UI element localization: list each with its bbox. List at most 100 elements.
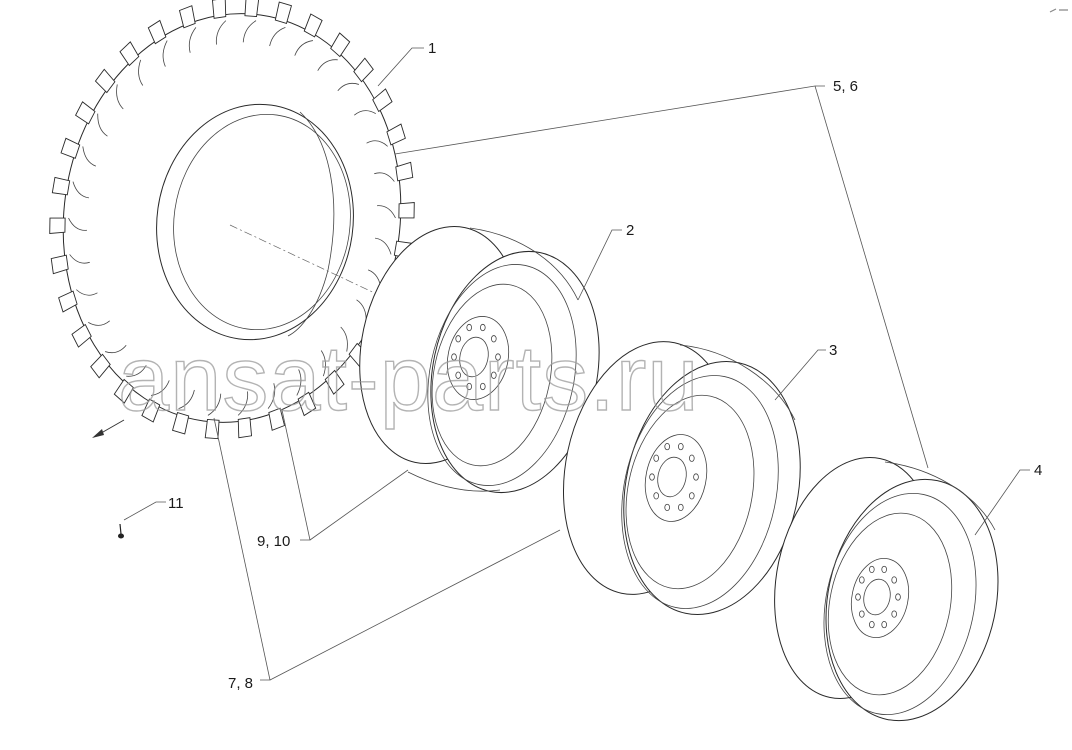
callout-1: 1 <box>428 40 436 57</box>
tire-lug <box>244 0 260 18</box>
tire-lug <box>268 407 286 431</box>
bolt-hole <box>479 323 486 332</box>
tire-lug-groove <box>317 59 338 71</box>
bolt-hole <box>653 492 660 500</box>
tire-lug-groove <box>162 40 168 67</box>
tire-lug-groove <box>296 369 302 396</box>
tire-lug <box>113 378 134 404</box>
tire-lug <box>395 161 414 182</box>
tire-lug-groove <box>151 380 170 396</box>
bolt-hole <box>881 620 887 629</box>
direction-arrow-icon <box>92 419 125 438</box>
tire-lug <box>211 0 227 19</box>
tire-lug <box>50 254 69 275</box>
bolt-hole <box>455 371 462 379</box>
tire-lug-groove <box>116 84 124 110</box>
tire-lug <box>324 369 345 395</box>
tire-lug-groove <box>294 40 313 56</box>
wheel-4-bolt-holes <box>855 565 901 629</box>
bolt-hole <box>653 454 660 462</box>
bolt-hole <box>688 454 695 462</box>
tire-lug <box>297 391 317 417</box>
tire <box>49 0 501 440</box>
bolt-hole <box>490 335 497 343</box>
bolt-hole <box>664 442 671 451</box>
tire-lug <box>330 32 351 58</box>
bolt-hole <box>693 473 699 481</box>
callout-5-6: 5, 6 <box>833 78 858 95</box>
wheel-rim-3 <box>562 341 801 615</box>
tire-lug-groove <box>126 365 147 377</box>
tire-lug-groove <box>97 113 108 137</box>
tire-lug <box>90 353 111 379</box>
callout-9-10: 9, 10 <box>257 533 290 550</box>
tire-lug <box>71 323 92 348</box>
tire-lug <box>237 417 253 439</box>
bolt-part-icon <box>118 523 124 539</box>
bolt-hole <box>859 610 865 618</box>
bolt-hole <box>649 473 655 481</box>
bolt-hole <box>895 593 901 601</box>
bolt-hole <box>855 593 861 601</box>
tire-lug-groove <box>269 26 286 47</box>
bolt-hole <box>869 565 875 574</box>
tire-lug-groove <box>340 326 348 352</box>
tire-lug <box>303 13 323 38</box>
tire-lug-groove <box>366 140 388 147</box>
callout-labels: 1 2 3 4 5, 6 9, 10 7, 8 11 <box>168 40 1042 692</box>
corner-mark-icon <box>1049 8 1068 13</box>
tire-lug <box>119 41 140 67</box>
tire-lug <box>60 137 81 159</box>
wheel-rim-2 <box>359 226 600 494</box>
bolt-hole <box>466 323 473 332</box>
wheel-rim-4 <box>774 457 999 722</box>
bolt-hole <box>869 620 875 629</box>
tire-lug-groove <box>72 181 89 199</box>
tire-lug-groove <box>76 289 98 296</box>
tire-lug-groove <box>138 59 144 86</box>
callout-11: 11 <box>168 495 184 512</box>
tire-lug-groove <box>188 27 197 53</box>
tire-lug-groove <box>337 82 360 92</box>
bolt-hole <box>451 353 457 361</box>
tire-lug-groove <box>237 391 249 416</box>
bolt-hole <box>495 353 501 361</box>
bolt-hole <box>859 576 865 584</box>
tire-lug <box>353 57 374 83</box>
wheel-3-bolt-holes <box>649 442 699 512</box>
tire-lug <box>147 19 167 45</box>
tire-lug <box>372 88 393 113</box>
tire-lug <box>386 123 406 146</box>
bolt-hole <box>479 382 486 391</box>
tire-lug-groove <box>320 350 326 377</box>
tire-lug-groove <box>88 320 110 326</box>
tire-lug-groove <box>215 20 227 45</box>
tire-lug <box>58 290 78 313</box>
tire-lug-groove <box>69 254 90 264</box>
tire-lug-groove <box>242 20 257 43</box>
tire-lug-groove <box>82 146 97 167</box>
bolt-hole <box>664 503 671 512</box>
tire-lug <box>141 398 161 423</box>
tire-lug-groove <box>354 110 376 116</box>
bolt-hole <box>455 335 462 343</box>
callout-3: 3 <box>829 342 837 359</box>
tire-lug-groove <box>207 393 222 416</box>
bolt-hole <box>891 576 897 584</box>
tire-lug-groove <box>104 344 127 354</box>
bolt-hole <box>466 382 473 391</box>
callout-2: 2 <box>626 222 634 239</box>
tire-lug <box>171 412 190 435</box>
bolt-hole <box>891 610 897 618</box>
bolt-hole <box>688 492 695 500</box>
leader-lines <box>123 47 1030 681</box>
callout-4: 4 <box>1034 462 1042 479</box>
tire-lug <box>51 176 71 196</box>
tire-lug <box>178 5 196 29</box>
bolt-hole <box>677 503 684 512</box>
tire-lug-groove <box>377 205 396 219</box>
tire-lug-groove <box>267 383 276 409</box>
bolt-hole <box>490 371 497 379</box>
tire-lug <box>94 68 116 94</box>
